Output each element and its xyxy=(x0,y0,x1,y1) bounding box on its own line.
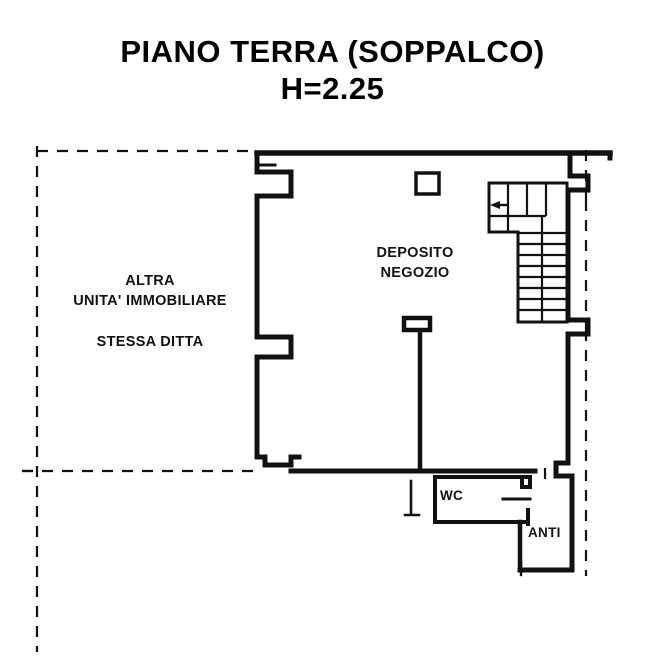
stair-landing-treads xyxy=(489,183,548,232)
label-deposito-line1: DEPOSITO xyxy=(376,245,454,261)
room-anti-walls xyxy=(517,519,575,577)
label-deposito-line2: NEGOZIO xyxy=(380,264,450,281)
label-wc: WC xyxy=(440,488,464,503)
wall-left-interior xyxy=(254,152,302,468)
label-altra-line2: UNITA' IMMOBILIARE xyxy=(73,292,227,309)
stair-outline xyxy=(487,181,569,324)
plan-title-block: PIANO TERRA (SOPPALCO) H=2.25 xyxy=(0,34,665,107)
plan-title-line-2: H=2.25 xyxy=(280,70,385,106)
structural-walls xyxy=(254,150,613,573)
label-deposito-negozio: DEPOSITO NEGOZIO xyxy=(320,244,510,283)
property-boundary-dashed xyxy=(22,146,588,652)
room-wc-walls xyxy=(403,475,532,526)
wall-right-exterior xyxy=(517,150,613,573)
label-altra-line1: ALTRA xyxy=(125,273,175,289)
label-altra-unita-immobiliare: ALTRA UNITA' IMMOBILIARE STESSA DITTA xyxy=(40,272,260,353)
wc-jamb-ticks xyxy=(403,479,421,517)
column-icon xyxy=(414,171,441,196)
label-altra-line3: STESSA DITTA xyxy=(96,334,204,351)
stair-up-arrow-icon xyxy=(490,201,508,209)
label-anti: ANTI xyxy=(528,525,561,540)
wall-wc-outline xyxy=(433,475,532,489)
wall-center-partition xyxy=(401,315,433,474)
staircase xyxy=(487,181,569,324)
plan-title-line-1: PIANO TERRA (SOPPALCO) xyxy=(120,34,545,69)
